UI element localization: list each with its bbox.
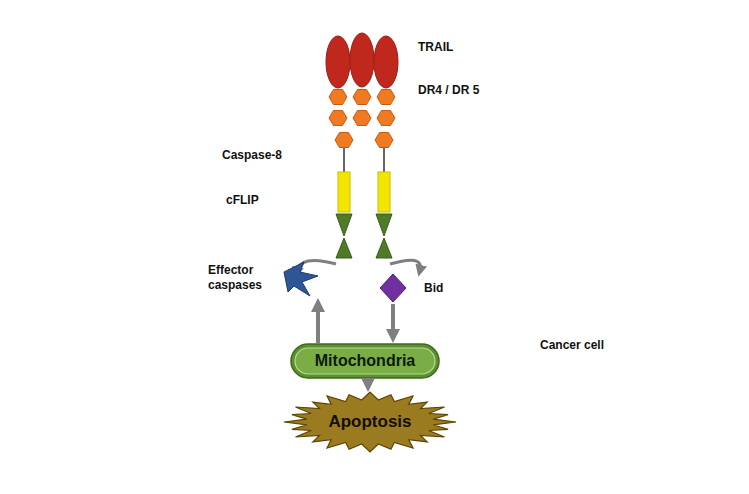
- dashed-membrane: [38, 25, 711, 475]
- effector-glyph: [284, 262, 318, 296]
- caspase-8-bar: [338, 172, 390, 212]
- mito-outer: [291, 344, 439, 378]
- part-label: cFLIP: [226, 193, 259, 207]
- node-text: Cancer cell: [540, 338, 604, 352]
- effector-node: Effector caspases: [208, 258, 324, 298]
- trail-ligand: [326, 33, 398, 88]
- pathway-arrow: [316, 306, 320, 343]
- part-label: Caspase-8: [222, 148, 282, 162]
- node-text: Bid: [424, 281, 443, 295]
- burst-polygon: [284, 392, 456, 452]
- cflip-bowtie: [336, 214, 392, 258]
- mitochondria-pill: Mitochondria: [290, 343, 440, 379]
- node-text: Apoptosis: [328, 412, 411, 432]
- bid-node: Bid: [378, 272, 443, 304]
- apoptosis-burst: Apoptosis: [284, 392, 456, 452]
- node-text: Mitochondria: [315, 352, 415, 370]
- mito-inner: [295, 348, 435, 374]
- part-label: DR4 / DR 5: [418, 83, 479, 97]
- pathway-arrow: [366, 379, 370, 384]
- bid-diamond: [378, 272, 408, 304]
- adaptor-line: [344, 148, 384, 172]
- pathway-arrow: [391, 304, 395, 335]
- activation-arrow: [297, 260, 420, 272]
- part-label: TRAIL: [418, 40, 453, 54]
- effector-caspase-shape: [280, 258, 324, 298]
- death-receptor: [329, 90, 395, 148]
- node-text: Effector caspases: [208, 263, 280, 293]
- bid-glyph: [380, 274, 406, 302]
